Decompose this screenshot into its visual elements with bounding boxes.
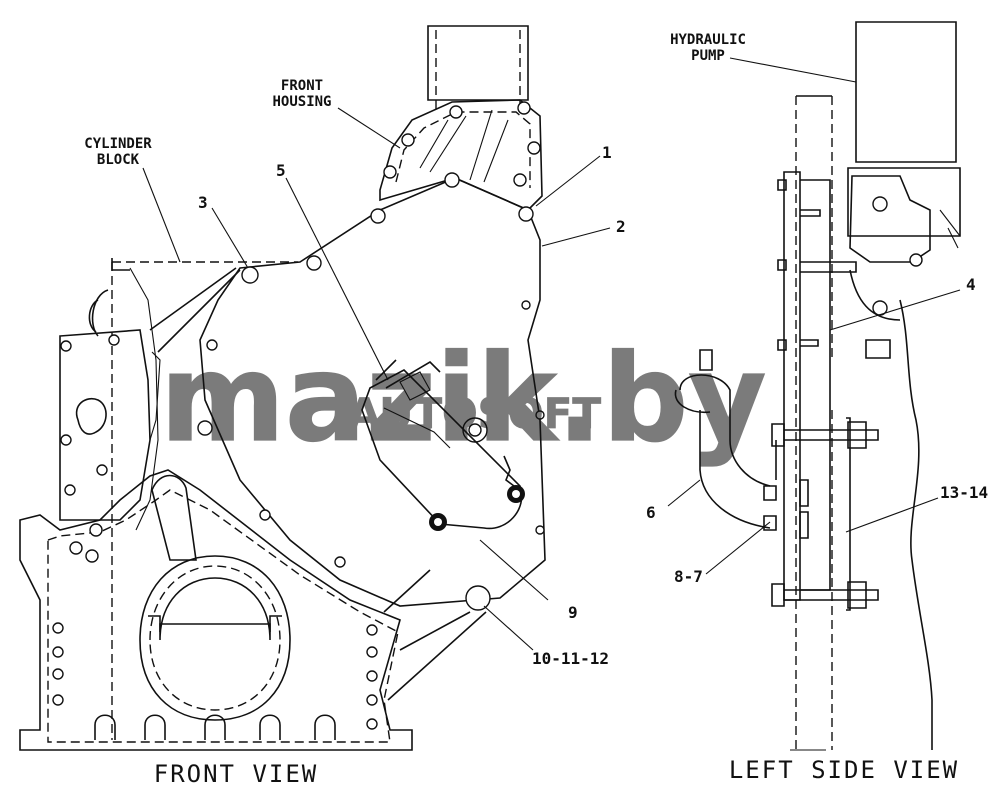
front-view-drawing xyxy=(19,25,546,751)
front-view-title: FRONT VIEW xyxy=(154,760,319,788)
left-side-view-drawing xyxy=(674,21,961,751)
side-mounting-plate xyxy=(763,171,879,611)
label-hydraulic-pump-line1: HYDRAULIC xyxy=(670,32,746,48)
side-hose-6 xyxy=(674,349,777,529)
view-titles: FRONT VIEW LEFT SIDE VIEW xyxy=(154,756,959,788)
label-cylinder-block-line1: CYLINDER xyxy=(84,136,152,152)
callout-9: 9 xyxy=(568,603,578,622)
cover-plate-9 xyxy=(361,359,525,531)
callout-4: 4 xyxy=(966,275,976,294)
lower-casting xyxy=(19,469,487,751)
callout-10-11-12: 10-11-12 xyxy=(532,649,609,668)
callout-13-14: 13-14 xyxy=(940,483,988,502)
label-front-housing-line2: HOUSING xyxy=(272,94,331,110)
watermark: mazik.by AUTOSOFT xyxy=(159,329,767,469)
callout-8-7: 8-7 xyxy=(674,567,703,586)
timing-cover xyxy=(197,172,546,611)
left-side-wall xyxy=(59,267,159,531)
callout-6: 6 xyxy=(646,503,656,522)
label-hydraulic-pump-line2: PUMP xyxy=(691,48,725,64)
side-block-outline xyxy=(790,95,833,751)
component-labels: CYLINDER BLOCK FRONT HOUSING HYDRAULIC P… xyxy=(84,32,746,168)
callout-2: 2 xyxy=(616,217,626,236)
label-cylinder-block-line2: BLOCK xyxy=(97,152,140,168)
left-side-view-title: LEFT SIDE VIEW xyxy=(729,756,959,784)
callout-5: 5 xyxy=(276,161,286,180)
watermark-main-text: mazik.by xyxy=(160,330,767,469)
side-block-casting xyxy=(849,269,933,750)
front-housing-flange xyxy=(379,99,543,211)
callout-3: 3 xyxy=(198,193,208,212)
leader-lines xyxy=(142,57,961,651)
callout-1: 1 xyxy=(602,143,612,162)
cover-support-lines xyxy=(149,267,241,441)
watermark-secondary-text: AUTOSOFT xyxy=(348,389,601,438)
part-callouts: 1 2 3 4 5 6 8-7 9 10-11-12 13-14 xyxy=(198,143,988,668)
front-pump-body xyxy=(427,25,529,110)
side-pump-body xyxy=(847,21,961,359)
label-front-housing-line1: FRONT xyxy=(281,78,323,94)
cylinder-block-outline xyxy=(111,258,298,740)
